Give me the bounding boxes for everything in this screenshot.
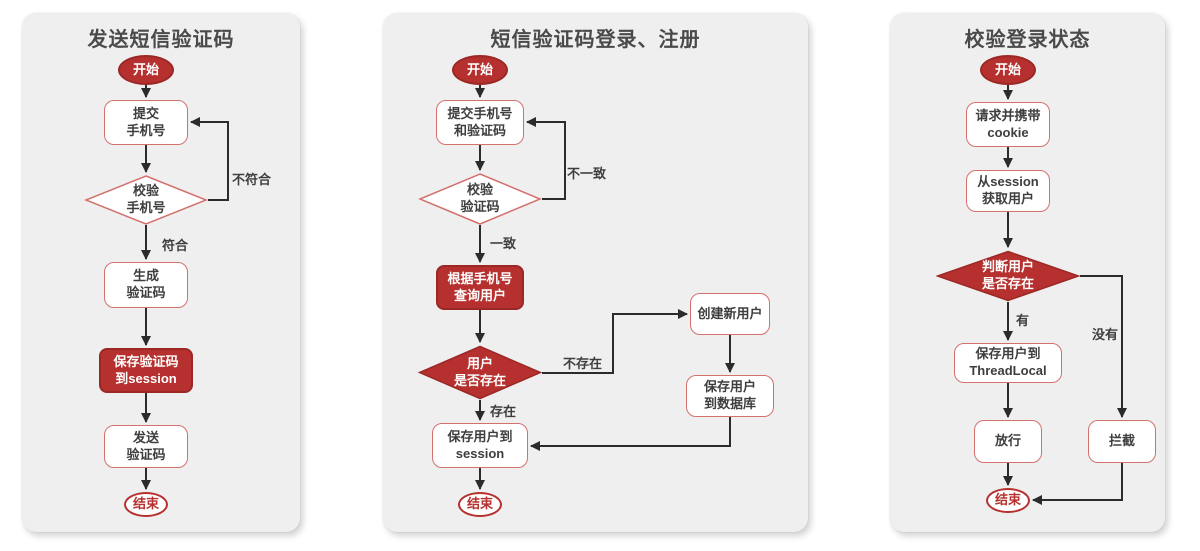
user-exists-decision: 用户 是否存在	[418, 345, 542, 400]
end-node: 结束	[124, 492, 168, 517]
edge-loop-mismatch	[526, 117, 566, 200]
edge-block-to-end	[1032, 463, 1123, 505]
create-user-node: 创建新用户	[690, 293, 770, 335]
panel-sms-login-register: 短信验证码登录、注册 开始 提交手机号 和验证码 校验 验证码 根据手机号 查询…	[383, 13, 808, 532]
diamond-shape	[936, 250, 1080, 302]
edge-label-exist: 存在	[490, 404, 517, 419]
submit-phone-code-node: 提交手机号 和验证码	[436, 100, 524, 145]
edge-label-match: 一致	[490, 236, 517, 251]
query-user-node: 根据手机号 查询用户	[436, 265, 524, 310]
pass-label: 放行	[994, 433, 1021, 449]
edge-not-exist-branch	[542, 309, 688, 374]
flow-edges-svg	[1003, 85, 1127, 505]
send-code-label: 发送 验证码	[126, 429, 166, 462]
end-node-label: 结束	[994, 492, 1021, 508]
end-node: 结束	[458, 492, 502, 517]
edge-label-match: 符合	[162, 238, 189, 253]
start-node-label: 开始	[994, 61, 1021, 77]
panel-title: 发送短信验证码	[87, 29, 235, 51]
get-user-session-label: 从session 获取用户	[977, 174, 1039, 206]
start-node-label: 开始	[466, 61, 493, 77]
user-exists-label: 用户 是否存在	[453, 355, 506, 388]
pass-node: 放行	[974, 420, 1042, 463]
edge-label-has: 有	[1016, 313, 1030, 328]
save-user-db-node: 保存用户 到数据库	[686, 375, 774, 417]
start-node: 开始	[980, 55, 1036, 85]
request-cookie-node: 请求并携带 cookie	[966, 102, 1050, 147]
save-code-session-label: 保存验证码 到session	[113, 353, 179, 386]
save-threadlocal-label: 保存用户到 ThreadLocal	[969, 346, 1047, 378]
start-node-label: 开始	[132, 61, 159, 77]
block-label: 拦截	[1108, 433, 1135, 449]
edge-savedb-to-session	[530, 417, 731, 451]
save-user-db-label: 保存用户 到数据库	[703, 379, 756, 411]
panel-title: 短信验证码登录、注册	[490, 29, 701, 51]
save-user-session-node: 保存用户到 session	[432, 423, 528, 468]
diamond-shape	[84, 175, 208, 225]
submit-phone-node: 提交 手机号	[104, 100, 188, 145]
flow-edges-svg	[141, 85, 229, 490]
query-user-label: 根据手机号 查询用户	[447, 270, 513, 303]
end-node: 结束	[986, 488, 1030, 513]
generate-code-label: 生成 验证码	[126, 268, 166, 300]
generate-code-node: 生成 验证码	[104, 262, 188, 308]
edge-label-not-exist: 不存在	[563, 356, 603, 371]
edge-label-not-match: 不符合	[232, 172, 272, 187]
request-cookie-label: 请求并携带 cookie	[975, 107, 1041, 140]
flow-edges-svg	[475, 85, 735, 490]
diamond-shape	[418, 345, 542, 400]
send-code-node: 发送 验证码	[104, 425, 188, 468]
start-node: 开始	[452, 55, 508, 85]
block-node: 拦截	[1088, 420, 1156, 463]
save-user-session-label: 保存用户到 session	[447, 428, 513, 461]
panel-title: 校验登录状态	[964, 29, 1091, 51]
check-phone-decision: 校验 手机号	[84, 175, 208, 225]
panel-check-login-status: 校验登录状态 开始 请求并携带 cookie 从session 获取用户 判断用…	[890, 13, 1165, 532]
edge-label-mismatch: 不一致	[567, 166, 607, 181]
edge-label-not-has: 没有	[1092, 327, 1119, 342]
judge-user-label: 判断用户 是否存在	[981, 259, 1034, 291]
submit-phone-label: 提交 手机号	[126, 105, 166, 138]
edge-nothas-branch	[1080, 275, 1127, 418]
start-node: 开始	[118, 55, 174, 85]
end-node-label: 结束	[132, 496, 159, 512]
panel-send-sms-code: 发送短信验证码 开始 提交 手机号 校验 手机号 生成 验证码 保存验证码 到s…	[22, 13, 300, 532]
check-code-decision: 校验 验证码	[418, 173, 542, 225]
diamond-shape	[418, 173, 542, 225]
end-node-label: 结束	[466, 496, 493, 512]
get-user-session-node: 从session 获取用户	[966, 170, 1050, 212]
edge-loop-not-match	[190, 117, 229, 201]
check-code-label: 校验 验证码	[460, 182, 500, 214]
check-phone-label: 校验 手机号	[126, 183, 166, 215]
judge-user-decision: 判断用户 是否存在	[936, 250, 1080, 302]
save-threadlocal-node: 保存用户到 ThreadLocal	[954, 343, 1062, 383]
save-code-session-node: 保存验证码 到session	[99, 348, 193, 393]
submit-phone-code-label: 提交手机号 和验证码	[447, 105, 513, 138]
create-user-label: 创建新用户	[697, 305, 763, 321]
